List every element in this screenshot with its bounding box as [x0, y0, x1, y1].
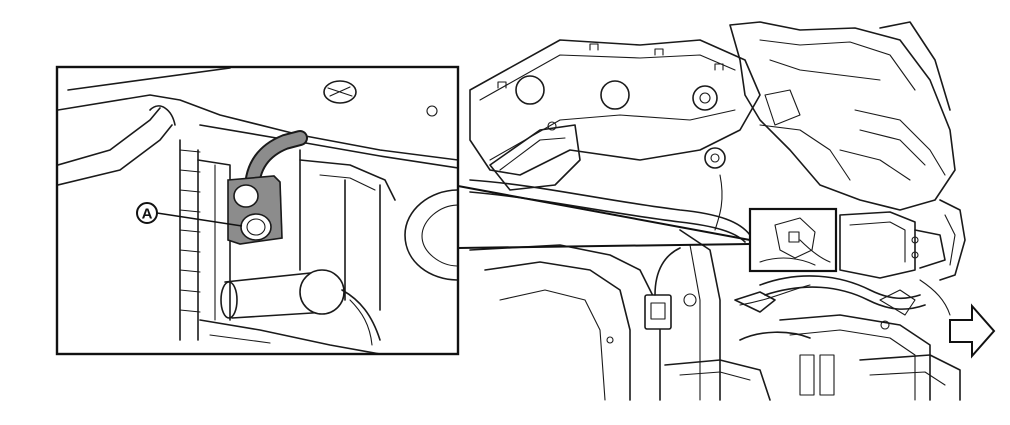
- callout-a-label: A: [142, 206, 153, 223]
- arrow-right-outline-icon: [949, 303, 996, 359]
- callout-a-leader: [156, 212, 243, 227]
- access-hole: [404, 189, 457, 281]
- detail-inset: [55, 65, 460, 356]
- main-view: [469, 21, 966, 401]
- zoom-leader-top: [457, 185, 751, 241]
- zoom-source-frame: [748, 207, 838, 273]
- callout-a: A: [136, 202, 243, 227]
- ground-bolt: [240, 213, 272, 241]
- upper-fastener: [323, 80, 357, 104]
- zoom-leader-bottom: [457, 243, 751, 249]
